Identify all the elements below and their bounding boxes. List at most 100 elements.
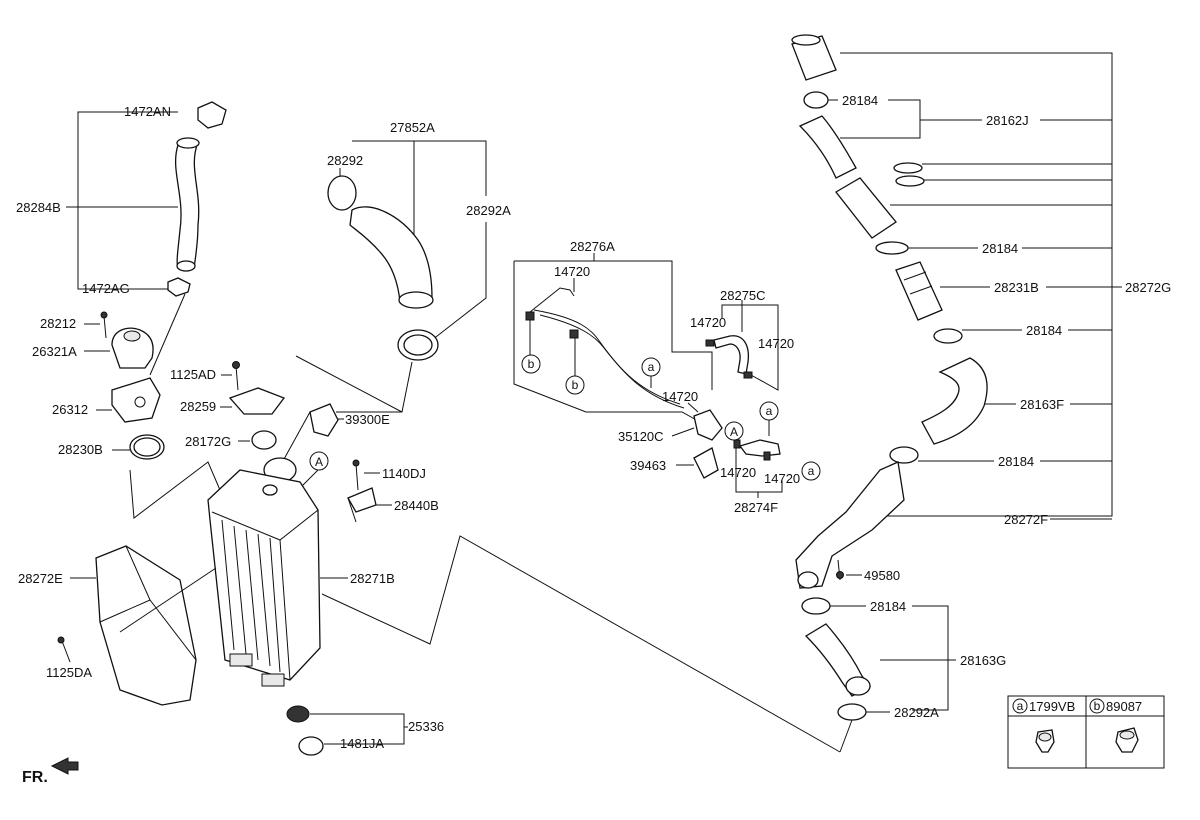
label-1472AG: 1472AG — [82, 281, 130, 296]
label-14720-c: 14720 — [758, 336, 794, 351]
leader-28276A-lower — [513, 261, 701, 423]
bolt-1140DJ — [355, 463, 359, 491]
nut-1481JA — [298, 736, 324, 756]
legend-marker-b — [1089, 698, 1105, 714]
bracket-39463 — [693, 447, 719, 479]
label-14720-e: 14720 — [720, 465, 756, 480]
bolt-1125AD — [235, 365, 239, 391]
intercooler-mount-right — [261, 673, 285, 687]
hose-28274F — [738, 439, 781, 457]
hose-28275C — [713, 335, 750, 375]
clamp-28292A-top-inner — [403, 334, 433, 356]
label-39463: 39463 — [630, 458, 666, 473]
label-28272G: 28272G — [1125, 280, 1171, 295]
clamp-28184-3 — [933, 328, 963, 344]
bolt-28212-head — [100, 311, 108, 319]
label-28231B: 28231B — [994, 280, 1039, 295]
bracket-28440B-group: A — [299, 451, 392, 523]
hose-assembly-28276A: b b a — [513, 253, 713, 423]
actuator-26321A-cap — [123, 330, 141, 342]
bellows-rib-2 — [909, 285, 933, 295]
outline-bottom-clamp — [839, 719, 853, 753]
hose-27852A — [349, 206, 433, 303]
marker-a2-text: a — [766, 404, 773, 418]
label-28272E: 28272E — [18, 571, 63, 586]
outline-duct-to-core — [119, 567, 217, 633]
front-label: FR. — [22, 769, 48, 786]
label-28284B: 28284B — [16, 200, 61, 215]
leader-28276A-bracket — [514, 260, 713, 390]
hose-28163G-end — [845, 676, 871, 696]
gasket-28230B-inner — [133, 437, 161, 457]
leader-28162J-bracket — [840, 99, 921, 139]
bolt-1140DJ-head — [352, 459, 360, 467]
clamp-28184-4 — [889, 446, 919, 464]
clamp-14720-e — [733, 439, 741, 449]
intercooler-28271B — [207, 469, 321, 681]
label-28259: 28259 — [180, 399, 216, 414]
outline-bracket — [347, 497, 357, 523]
marker-b1 — [521, 354, 541, 374]
label-1472AN: 1472AN — [124, 104, 171, 119]
label-28163F: 28163F — [1020, 397, 1064, 412]
label-28292A-bottom: 28292A — [894, 705, 939, 720]
leader-1472AG-to-housing — [149, 293, 186, 376]
plug-25336-group — [286, 705, 408, 756]
pipe-28162J — [798, 115, 857, 179]
pipe-28272F — [795, 461, 905, 589]
label-28275C: 28275C — [720, 288, 766, 303]
leader-marker-A-left — [299, 469, 319, 489]
clip-b1 — [525, 311, 535, 321]
clamp-1472AN — [197, 101, 227, 129]
bolt-1125AD-head — [232, 361, 240, 369]
marker-b1-text: b — [528, 357, 535, 371]
label-14720-a: 14720 — [554, 264, 590, 279]
intercooler-mount-left — [229, 653, 253, 667]
label-27852A: 27852A — [390, 120, 435, 135]
bolt-49580-head — [836, 571, 844, 579]
clamp-28184-1 — [803, 91, 829, 109]
front-direction-indicator: FR. — [22, 757, 79, 786]
marker-a3 — [801, 461, 821, 481]
label-28172G: 28172G — [185, 434, 231, 449]
pipe-28272F-end — [797, 571, 819, 589]
leader-28272G-bracket — [840, 52, 1113, 517]
hose-27852A-outlet — [398, 291, 434, 309]
label-28184-2: 28184 — [982, 241, 1018, 256]
sensor-39300E — [309, 403, 339, 437]
clamp-28292A-bottom — [837, 703, 867, 721]
hose-28284B-group — [66, 101, 227, 376]
tube-main-inner — [539, 314, 685, 409]
clip-1799VB-head — [1038, 732, 1052, 742]
intercooler-port — [262, 484, 278, 496]
sensor-35120C — [693, 409, 723, 441]
intercooler-front-edge — [279, 539, 291, 681]
plug-25336 — [286, 705, 310, 723]
leader-bracket-28284B — [77, 111, 178, 290]
bracket-28440B — [347, 487, 377, 513]
label-28274F: 28274F — [734, 500, 778, 515]
legend-code-b: 89087 — [1106, 699, 1142, 714]
clamp-28184-5 — [801, 597, 831, 615]
actuator-26321A — [111, 327, 154, 369]
label-28184-3: 28184 — [1026, 323, 1062, 338]
label-28184-4: 28184 — [998, 454, 1034, 469]
bolt-1125DA — [61, 640, 71, 663]
legend-box: a 1799VB b 89087 — [1007, 695, 1165, 769]
marker-b2 — [565, 375, 585, 395]
label-28440B: 28440B — [394, 498, 439, 513]
marker-a3-text: a — [808, 464, 815, 478]
label-26321A: 26321A — [32, 344, 77, 359]
leader-28275C — [721, 301, 779, 391]
tube-main — [533, 309, 681, 405]
leader-28163G-bracket — [912, 605, 949, 711]
duct-28272E — [95, 545, 197, 706]
duct-28272E-fold — [125, 545, 151, 601]
label-28271B: 28271B — [350, 571, 395, 586]
label-1125AD: 1125AD — [170, 367, 216, 382]
bellows-rib-1 — [903, 271, 927, 281]
fin-4 — [257, 533, 271, 667]
front-arrow-icon — [50, 757, 79, 775]
